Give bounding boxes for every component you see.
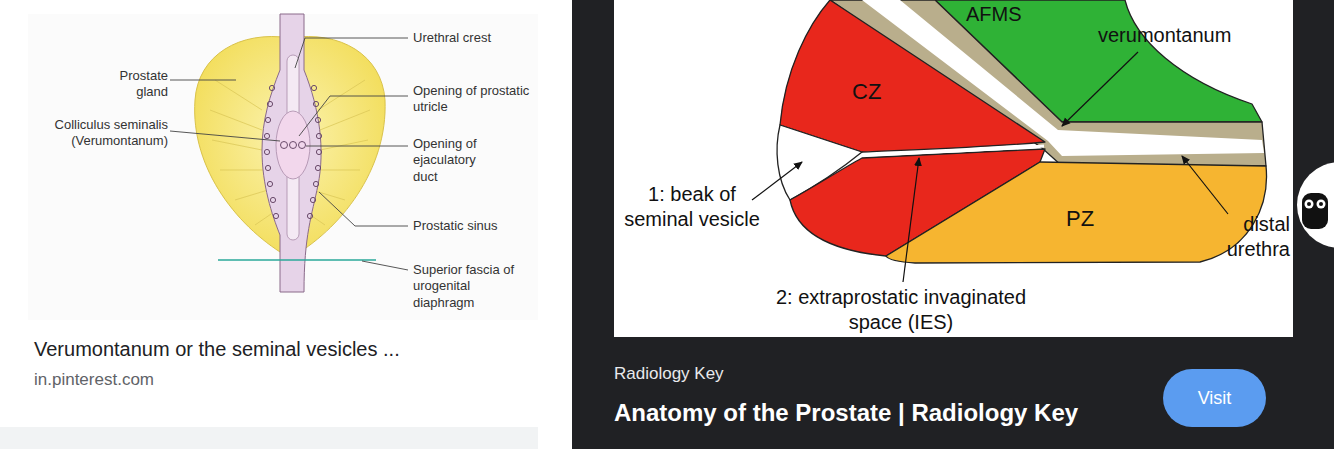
zone-label: AFMS	[966, 2, 1046, 27]
side-icon	[1297, 162, 1334, 248]
result-caption: Verumontanum or the seminal vesicles ...	[34, 337, 534, 362]
button-text: Visit	[1198, 388, 1232, 409]
part-label: Colliculus seminalis (Verumontanum)	[54, 117, 168, 150]
part-label: Urethral crest	[413, 30, 543, 46]
result-title: Anatomy of the Prostate | Radiology Key	[614, 398, 1134, 428]
result-source: in.pinterest.com	[34, 369, 334, 390]
part-label: Opening of prostatic utricle	[413, 83, 535, 116]
result-source: Radiology Key	[614, 363, 1014, 384]
leader-arrows	[752, 52, 1228, 282]
ies-gap	[864, 146, 1044, 155]
part-label: Prostatic sinus	[413, 218, 543, 234]
part-label: Prostate gland	[98, 68, 168, 101]
grey-strip	[0, 427, 538, 449]
visit-button: Visit	[1163, 369, 1266, 427]
part-label: Opening of ejaculatory duct	[413, 136, 501, 185]
callout-label: 2: extraprostatic invaginated space (IES…	[751, 285, 1051, 335]
zone-drawing	[777, 0, 1266, 263]
part-label: Superior fascia of urogenital diaphragm	[413, 262, 517, 311]
part-label: verumontanum	[1098, 23, 1258, 48]
zone-label: PZ	[1066, 205, 1116, 233]
leader-lines	[170, 38, 408, 270]
zone-label: CZ	[852, 78, 902, 106]
prostate-drawing	[195, 14, 385, 292]
callout-label: 1: beak of seminal vesicle	[612, 182, 772, 232]
part-label: distal urethra	[1198, 212, 1290, 262]
